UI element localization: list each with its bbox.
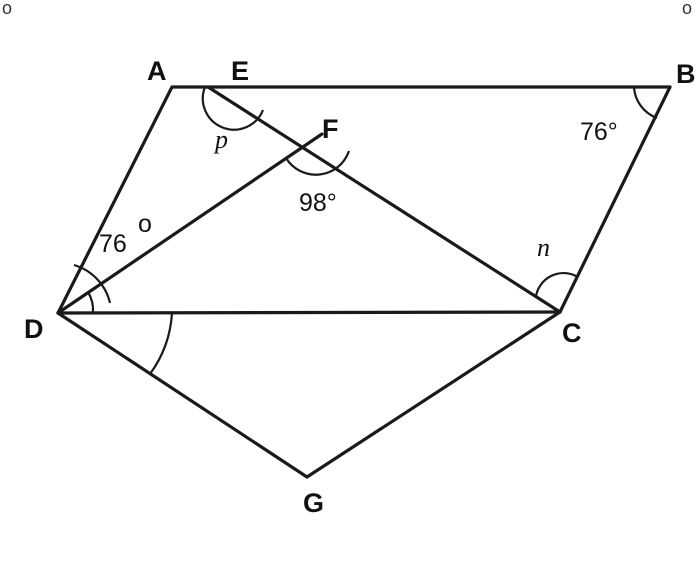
angle-label-d: 76 (99, 230, 127, 258)
segment-ad (56, 85, 174, 315)
point-label-a: A (147, 56, 167, 86)
segment-ec (206, 85, 562, 314)
point-label-g: G (303, 488, 324, 518)
segment-bc (558, 85, 672, 314)
point-label-d: D (24, 314, 44, 344)
angle-label-n: n (537, 233, 550, 262)
angle-arc-dg (149, 312, 174, 375)
angle-label-p: p (213, 125, 228, 154)
point-label-f: F (322, 114, 339, 144)
segment-df (56, 132, 324, 315)
segment-dc (56, 310, 562, 315)
corner-mark-right: o (682, 0, 692, 18)
segment-gc (305, 310, 562, 479)
point-label-b: B (676, 59, 696, 89)
point-label-e: E (231, 56, 249, 86)
angle-arc-b (632, 86, 658, 120)
segment-dg (56, 311, 309, 479)
angle-arc-f (285, 150, 351, 176)
angle-label-d-degree: o (138, 210, 152, 238)
angle-arc-c (534, 271, 577, 297)
angle-arc-d-outer (73, 263, 112, 304)
angle-arc-e (201, 86, 265, 131)
corner-mark-left: o (2, 0, 12, 18)
angle-label-f: 98° (299, 189, 337, 217)
angle-arc-d-inner (87, 291, 95, 313)
angle-label-b: 76° (580, 118, 618, 146)
point-label-c: C (562, 318, 582, 348)
